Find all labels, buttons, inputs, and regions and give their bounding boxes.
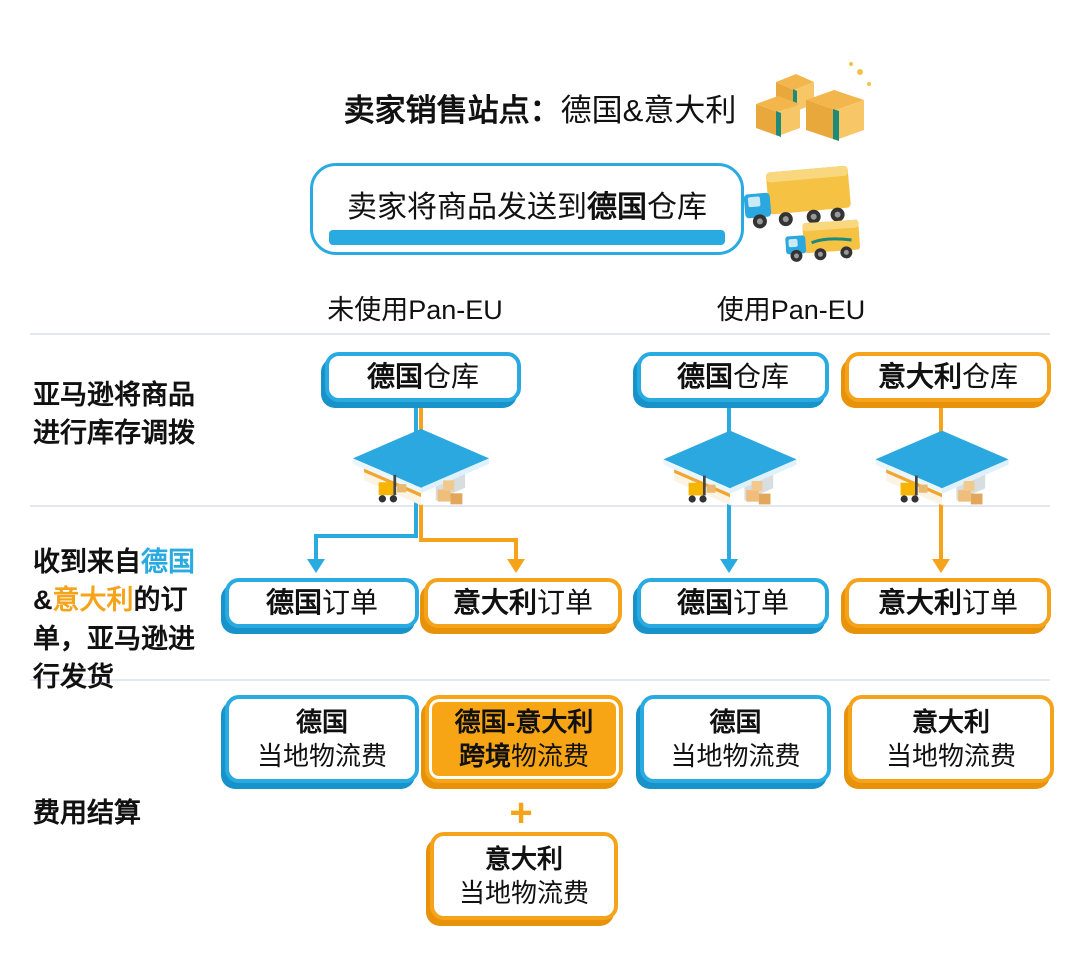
- label-bold: 德国: [265, 586, 322, 618]
- fee-line1: 意大利: [484, 844, 563, 874]
- fee-line2: 当地物流费: [256, 741, 387, 771]
- fee-line2: 当地物流费: [885, 741, 1016, 771]
- connector-left-blue-drop: [314, 534, 318, 560]
- divider-3: [30, 679, 1050, 681]
- divider-2: [30, 505, 1050, 507]
- orders-label-amp: &: [33, 585, 53, 616]
- label-bold: 意大利: [877, 360, 962, 392]
- label-bold: 意大利: [877, 586, 962, 618]
- warehouse-icon: [352, 428, 490, 506]
- banner-text-bold: 德国: [587, 191, 647, 224]
- connector-left-blue-horizontal: [314, 534, 418, 538]
- label-bold: 德国: [676, 360, 733, 392]
- banner-ship-to-de-warehouse: 卖家将商品发送到德国仓库: [310, 163, 744, 255]
- orders-label-post: 的订单，亚马逊进行发货: [33, 585, 195, 692]
- fee-box-de-it-crossborder: 德国-意大利 跨境物流费: [425, 695, 623, 783]
- fee-line1: 德国: [709, 707, 762, 737]
- row-label-fee-settlement: 费用结算: [33, 798, 141, 828]
- fee-box-de-local-paneu: 德国 当地物流费: [640, 695, 831, 783]
- label-rest: 仓库: [423, 360, 480, 392]
- fee-line1: 德国: [295, 707, 348, 737]
- banner-text-post: 仓库: [647, 191, 707, 224]
- label-bold: 德国: [676, 586, 733, 618]
- fee-line2-bold: 跨境: [458, 741, 511, 771]
- order-box-de-no-paneu: 德国订单: [225, 578, 419, 628]
- warehouse-icon: [875, 430, 1009, 506]
- banner-text-pre: 卖家将商品发送到: [347, 191, 587, 224]
- connector-left-orange-drop: [514, 538, 518, 560]
- label-rest: 仓库: [733, 360, 790, 392]
- fee-box-it-local-no-paneu: 意大利 当地物流费: [430, 832, 618, 920]
- column-header-paneu: 使用Pan-EU: [716, 295, 866, 325]
- orders-label-germany: 德国: [141, 547, 195, 577]
- label-rest: 订单: [733, 586, 790, 618]
- warehouse-box-it-paneu: 意大利仓库: [845, 352, 1051, 402]
- order-box-it-paneu: 意大利订单: [845, 578, 1051, 628]
- warehouse-box-de-no-paneu: 德国仓库: [325, 352, 521, 402]
- arrow-down-blue: [307, 559, 325, 573]
- warehouse-icon: [663, 430, 797, 506]
- plus-sign: +: [509, 791, 533, 835]
- page-title-rest: 德国&意大利: [560, 93, 737, 128]
- label-bold: 意大利: [452, 586, 537, 618]
- fee-line2: 当地物流费: [458, 878, 589, 908]
- fee-line1: 德国-意大利: [454, 707, 594, 737]
- arrow-down-blue: [720, 559, 738, 573]
- label-rest: 订单: [322, 586, 379, 618]
- arrow-down-orange: [507, 559, 525, 573]
- fee-line2-rest: 物流费: [511, 741, 590, 771]
- column-header-no-paneu: 未使用Pan-EU: [327, 295, 503, 325]
- fee-box-de-local-no-paneu: 德国 当地物流费: [225, 695, 419, 783]
- row-label-orders: 收到来自德国 &意大利的订单，亚马逊进行发货: [33, 543, 205, 696]
- label-rest: 订单: [962, 586, 1019, 618]
- amazon-parcel-boxes-icon: [756, 62, 871, 141]
- fee-line1: 意大利: [911, 707, 990, 737]
- page-title: 卖家销售站点：德国&意大利: [344, 85, 737, 130]
- fee-line2: 当地物流费: [670, 741, 801, 771]
- order-box-de-paneu: 德国订单: [637, 578, 829, 628]
- warehouse-box-de-paneu: 德国仓库: [637, 352, 829, 402]
- order-box-it-no-paneu: 意大利订单: [424, 578, 622, 628]
- page-title-bold: 卖家销售站点：: [343, 93, 561, 128]
- row-label-inventory-transfer: 亚马逊将商品进行库存调拨: [33, 380, 195, 449]
- label-rest: 订单: [537, 586, 594, 618]
- orders-label-pre: 收到来自: [33, 547, 141, 577]
- label-bold: 德国: [366, 360, 423, 392]
- delivery-trucks-icon: [743, 165, 860, 262]
- fee-box-it-local-paneu: 意大利 当地物流费: [848, 695, 1054, 783]
- label-rest: 仓库: [962, 360, 1019, 392]
- banner-underline: [329, 230, 725, 245]
- fee-line2: 跨境物流费: [459, 739, 589, 773]
- banner-text: 卖家将商品发送到德国仓库: [347, 182, 707, 226]
- divider-1: [30, 333, 1050, 335]
- orders-label-italy: 意大利: [52, 585, 134, 616]
- connector-left-orange-horizontal: [419, 538, 518, 542]
- arrow-down-orange: [932, 559, 950, 573]
